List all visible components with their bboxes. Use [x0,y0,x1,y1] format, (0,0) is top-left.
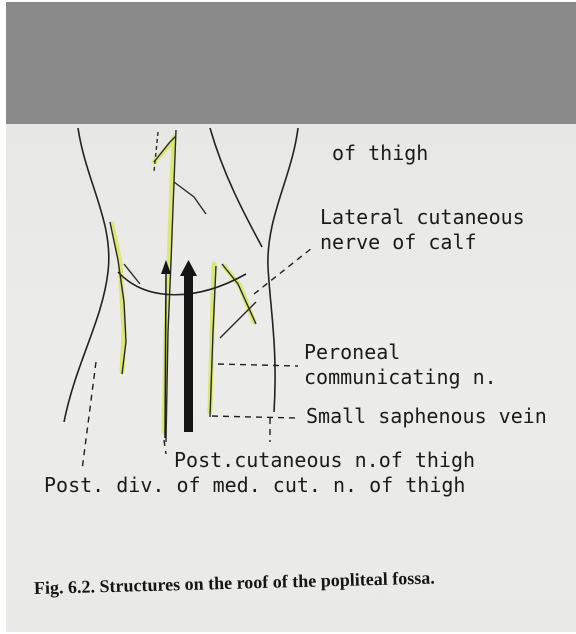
leader-post-div [82,362,96,470]
leader-small-saphenous [212,416,298,418]
post-div-med-cut-nerve-highlight [112,224,124,372]
side-branch [124,264,140,284]
upper-dashed-branch [154,132,158,172]
label-of-thigh: of thigh [332,142,428,164]
label-lateral-cutaneous-line1: Lateral cutaneous [320,206,525,228]
label-lateral-cutaneous-line2: nerve of calf [320,231,477,253]
label-post-cutaneous: Post.cutaneous n.of thigh [174,449,475,471]
secondary-arrow-shaft [165,272,166,438]
leader-post-cutaneous [164,440,166,454]
leader-peroneal [218,364,298,366]
leader-lines [82,248,312,470]
label-post-div: Post. div. of med. cut. n. of thigh [44,474,465,496]
photo-frame: of thigh Lateral cutaneous nerve of calf… [6,2,576,632]
lateral-cutaneous-nerve-highlight [224,266,254,322]
vein-arrowhead [180,260,197,276]
right-limb-outline [268,128,298,412]
branch-upper [174,182,206,214]
label-peroneal-line1: Peroneal [304,341,400,363]
leader-lateral-cutaneous [254,248,312,294]
left-limb-outline [64,128,109,422]
popliteal-fossa-diagram [6,2,576,632]
label-peroneal-line2: communicating n. [304,366,497,388]
nerve-lines [110,130,256,442]
vein-bar [184,272,193,432]
label-small-saphenous: Small saphenous vein [306,405,547,427]
inner-limb-outline [210,128,262,247]
